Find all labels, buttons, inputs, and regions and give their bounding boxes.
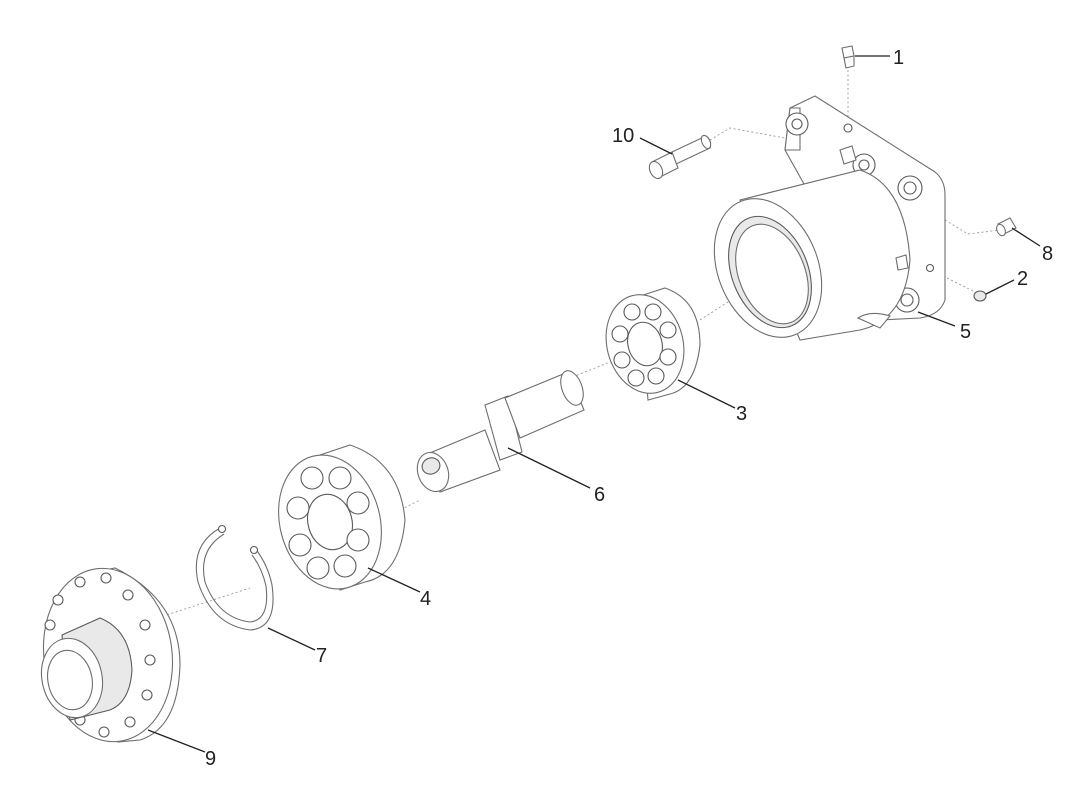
callout-8: 8 — [1042, 243, 1053, 265]
callout-5: 5 — [960, 321, 971, 343]
flange-hub-part-9 — [40, 567, 181, 743]
leader-3 — [677, 379, 736, 409]
screw-part-8 — [996, 217, 1017, 237]
screw-part-1 — [841, 45, 855, 69]
callout-9: 9 — [205, 748, 216, 770]
assembly-axis — [119, 274, 771, 631]
callout-1: 1 — [893, 47, 904, 69]
leader-4 — [367, 567, 421, 593]
callout-6: 6 — [594, 484, 605, 506]
callout-10: 10 — [612, 125, 634, 147]
callout-7: 7 — [316, 645, 327, 667]
leader-2 — [985, 279, 1015, 295]
leader-7 — [267, 627, 316, 651]
bolt-axis — [709, 124, 801, 141]
screw-8-axis — [944, 219, 1001, 235]
leader-9 — [147, 729, 206, 753]
bolt-part-10 — [648, 134, 712, 180]
nut-part-2 — [973, 290, 987, 302]
callout-4: 4 — [420, 588, 431, 610]
retaining-ring-part-7 — [195, 524, 274, 631]
shaft-part-6 — [416, 370, 585, 493]
leader-6 — [507, 447, 591, 489]
bearing-part-4 — [278, 444, 406, 591]
nut-2-axis — [934, 271, 976, 293]
housing-part-5 — [713, 95, 946, 341]
leader-8 — [1011, 227, 1041, 247]
bearing-part-3 — [605, 287, 701, 401]
leader-10 — [639, 137, 673, 155]
callout-3: 3 — [736, 403, 747, 425]
callout-2: 2 — [1017, 268, 1028, 290]
leader-5 — [917, 311, 956, 327]
